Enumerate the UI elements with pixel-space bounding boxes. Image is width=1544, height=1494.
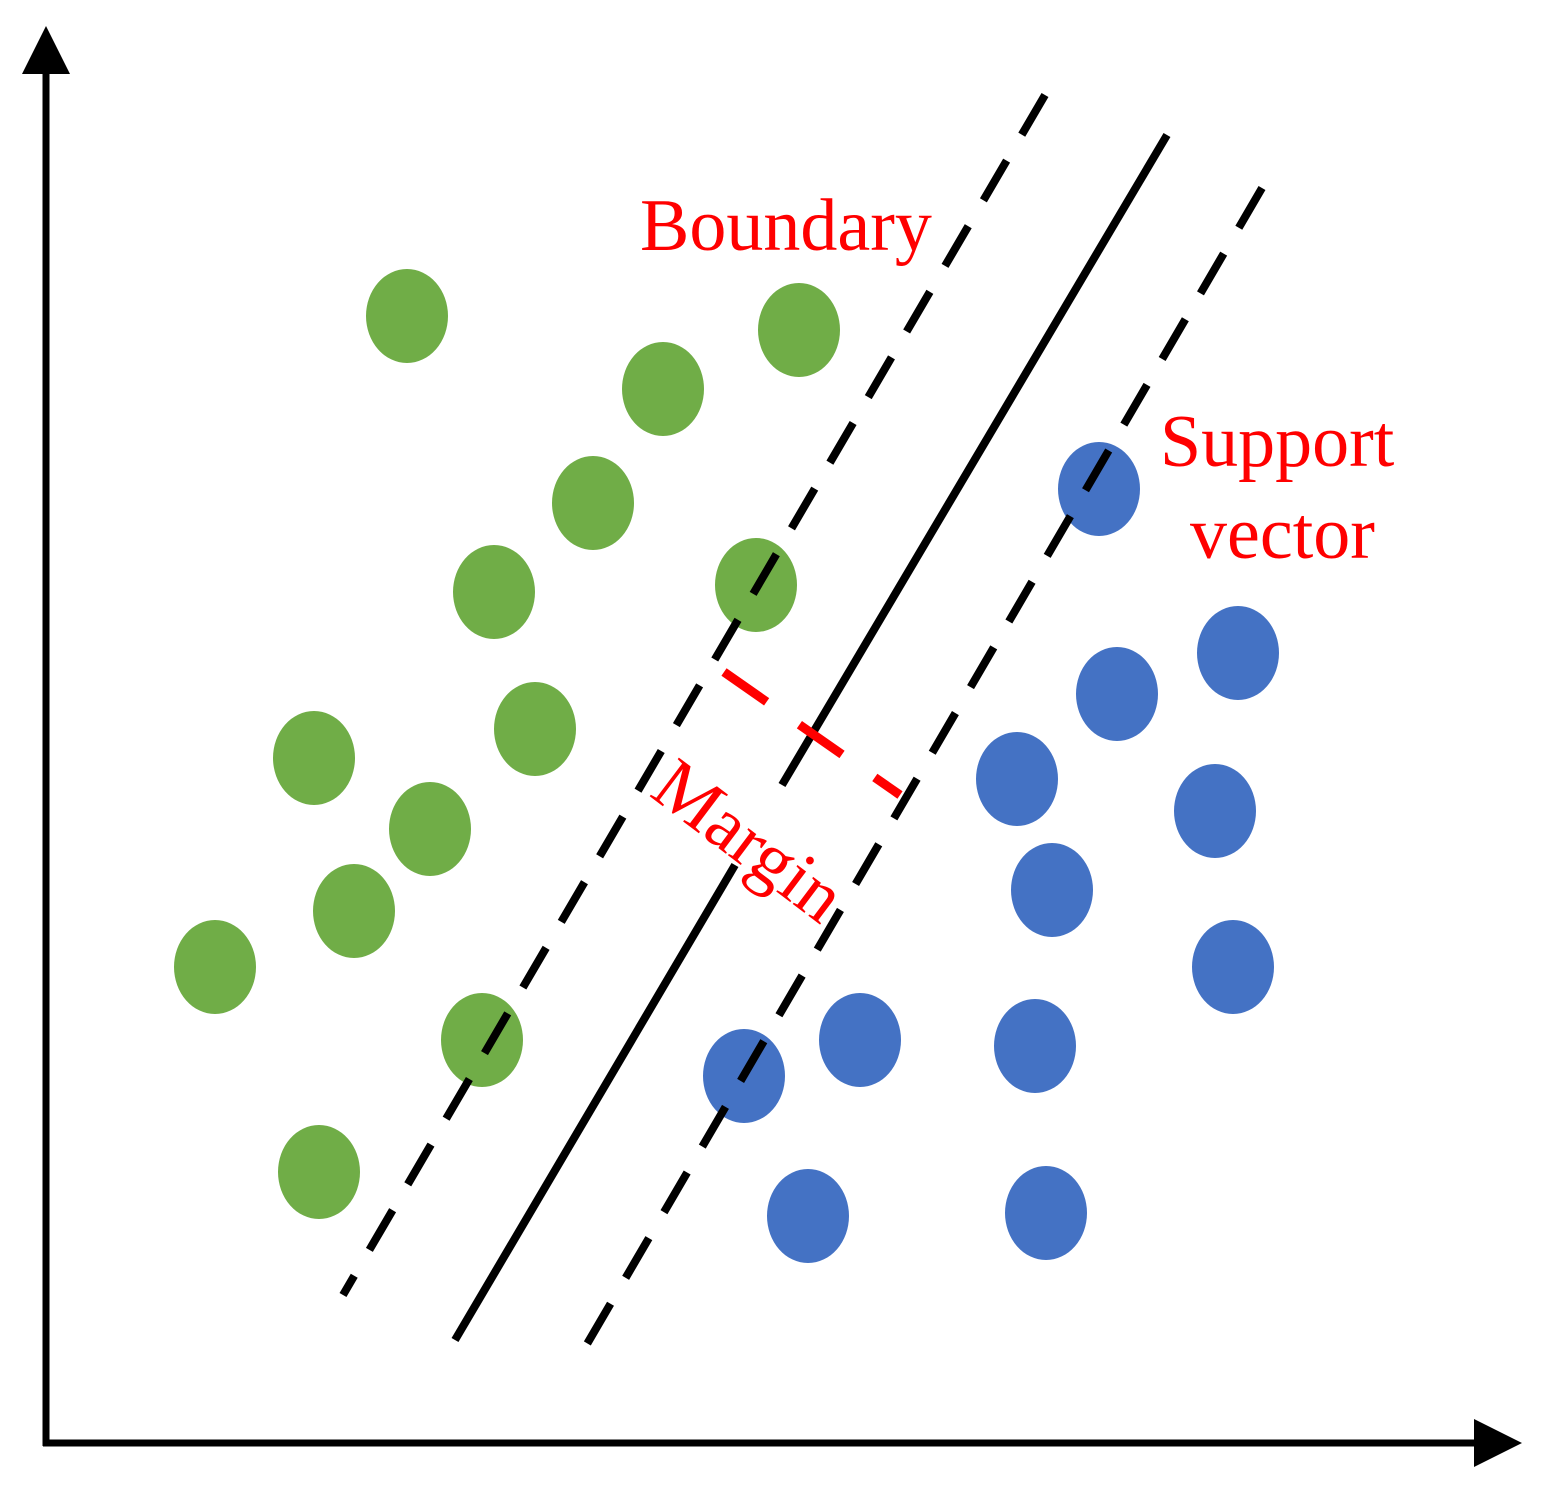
class-b-point bbox=[1058, 442, 1140, 536]
class-a-point bbox=[494, 682, 576, 776]
y-axis-arrow-icon bbox=[22, 26, 70, 74]
margin-label: Margin bbox=[638, 743, 860, 939]
class-a-point bbox=[758, 283, 840, 377]
axes bbox=[22, 26, 1522, 1467]
class-b-point bbox=[819, 993, 901, 1087]
class-a-point bbox=[313, 864, 395, 958]
support-vector-label-line2: vector bbox=[1190, 493, 1375, 575]
class-b-point bbox=[994, 999, 1076, 1093]
class-b-point bbox=[1174, 764, 1256, 858]
margin-indicator bbox=[721, 668, 903, 799]
class-a-point bbox=[174, 920, 256, 1014]
boundary-label: Boundary bbox=[640, 185, 932, 267]
decision-boundary-upper bbox=[778, 132, 1171, 788]
class-b-point bbox=[976, 732, 1058, 826]
class-a-point bbox=[273, 711, 355, 805]
x-axis-arrow-icon bbox=[1474, 1419, 1522, 1467]
class-b-point bbox=[1192, 920, 1274, 1014]
class-a-point bbox=[278, 1125, 360, 1219]
class-b-point bbox=[1011, 843, 1093, 937]
class-a-point bbox=[441, 993, 523, 1087]
decision-boundary bbox=[451, 132, 1171, 1343]
class-a-point bbox=[389, 782, 471, 876]
class-b-point bbox=[767, 1169, 849, 1263]
support-vector-label-line1: Support bbox=[1160, 401, 1395, 483]
class-b-point bbox=[1076, 647, 1158, 741]
class-a-point bbox=[453, 545, 535, 639]
upper-margin-line bbox=[339, 92, 1049, 1298]
class-a-point bbox=[366, 269, 448, 363]
class-b-point bbox=[1197, 606, 1279, 700]
class-b-point bbox=[1005, 1166, 1087, 1260]
decision-boundary-lower bbox=[451, 862, 739, 1343]
class-a-point bbox=[552, 456, 634, 550]
class-a-point bbox=[622, 342, 704, 436]
